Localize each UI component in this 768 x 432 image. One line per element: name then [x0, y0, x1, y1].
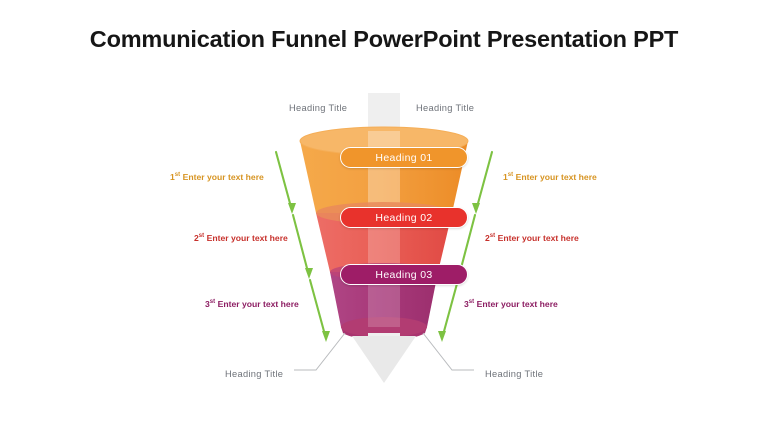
left-ordinal-suffix-2: st: [198, 233, 205, 240]
right-ordinal-3: 3: [464, 299, 469, 309]
left-ordinal-2: 2: [194, 233, 199, 243]
funnel-stage-pill-1-label: Heading 01: [375, 151, 433, 164]
left-ordinal-1: 1: [170, 172, 175, 182]
funnel-stage-pill-2-label: Heading 02: [375, 211, 433, 224]
right-ordinal-suffix-2: st: [489, 233, 496, 240]
left-text-2: Enter your text here: [206, 233, 288, 243]
right-ordinal-2: 2: [485, 233, 490, 243]
connector-line-right: [422, 332, 474, 371]
connector-line-left: [294, 332, 346, 371]
flow-arrow-head-bottom: [352, 333, 416, 383]
heading-title-bottom-right[interactable]: Heading Title: [485, 369, 544, 379]
funnel-stage-pill-3[interactable]: Heading 03: [340, 264, 468, 285]
connector-lines: [294, 332, 474, 371]
green-arrows-right: [438, 150, 494, 342]
heading-title-top-right[interactable]: Heading Title: [416, 103, 475, 113]
left-text-1: Enter your text here: [182, 172, 264, 182]
funnel-stage-pill-2[interactable]: Heading 02: [340, 207, 468, 228]
left-ordinal-3: 3: [205, 299, 210, 309]
heading-title-top-left[interactable]: Heading Title: [289, 103, 348, 113]
left-text-3: Enter your text here: [217, 299, 299, 309]
flow-arrow-shaft-overlay-1: [368, 131, 400, 213]
green-arrows-left: [274, 150, 330, 342]
heading-title-bottom-left[interactable]: Heading Title: [225, 369, 284, 379]
right-text-2: Enter your text here: [497, 233, 579, 243]
page-title: Communication Funnel PowerPoint Presenta…: [89, 26, 679, 52]
left-ordinal-suffix-3: st: [209, 299, 216, 306]
right-ordinal-suffix-1: st: [507, 172, 514, 179]
right-text-3: Enter your text here: [476, 299, 558, 309]
right-text-1: Enter your text here: [515, 172, 597, 182]
right-ordinal-suffix-3: st: [468, 299, 475, 306]
funnel-stage-pill-3-label: Heading 03: [375, 268, 433, 281]
right-ordinal-1: 1: [503, 172, 508, 182]
funnel-stage-pill-1[interactable]: Heading 01: [340, 147, 468, 168]
left-ordinal-suffix-1: st: [174, 172, 181, 179]
